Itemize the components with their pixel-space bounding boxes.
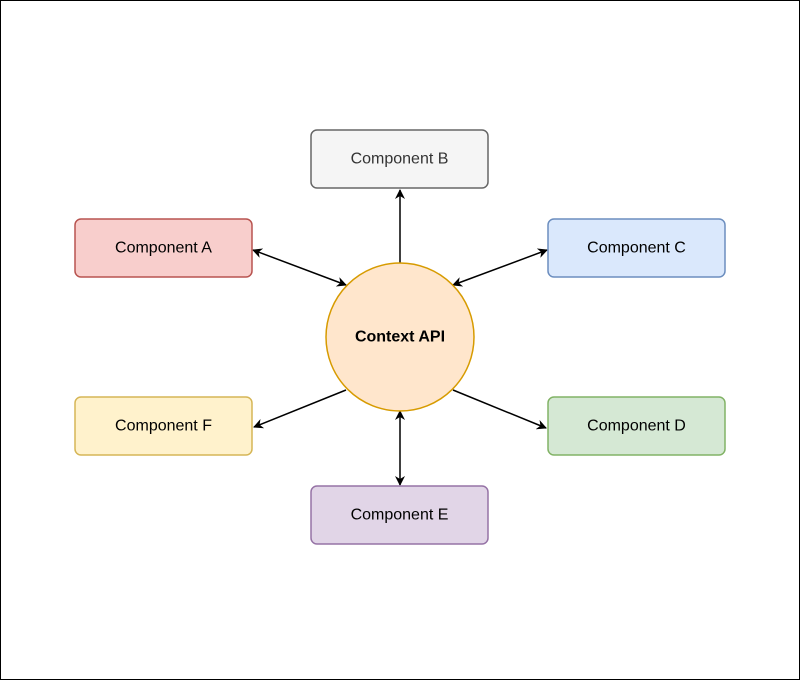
- component-e-node[interactable]: Component E: [310, 485, 489, 545]
- component-a-box: [74, 218, 253, 278]
- edge-hub-component-a: [252, 248, 347, 287]
- component-c-label: Component C: [587, 240, 686, 257]
- component-b-box: [310, 129, 489, 189]
- component-c-box: [547, 218, 726, 278]
- component-e-box: [310, 485, 489, 545]
- context-api-label: Context API: [355, 329, 445, 346]
- edges: [252, 189, 548, 486]
- component-a-node[interactable]: Component A: [74, 218, 253, 278]
- component-d-label: Component D: [587, 418, 686, 435]
- context-api-node[interactable]: Context API: [325, 262, 475, 412]
- component-b-label: Component B: [351, 151, 449, 168]
- component-f-node[interactable]: Component F: [74, 396, 253, 456]
- edge-hub-component-f: [253, 389, 347, 429]
- component-d-node[interactable]: Component D: [547, 396, 726, 456]
- component-f-label: Component F: [115, 418, 212, 435]
- component-b-node[interactable]: Component B: [310, 129, 489, 189]
- component-e-label: Component E: [351, 507, 449, 524]
- component-f-box: [74, 396, 253, 456]
- context-api-circle: [325, 262, 475, 412]
- edge-hub-component-d: [452, 389, 547, 430]
- component-d-box: [547, 396, 726, 456]
- component-a-label: Component A: [115, 240, 212, 257]
- edge-hub-component-c: [452, 248, 548, 287]
- component-c-node[interactable]: Component C: [547, 218, 726, 278]
